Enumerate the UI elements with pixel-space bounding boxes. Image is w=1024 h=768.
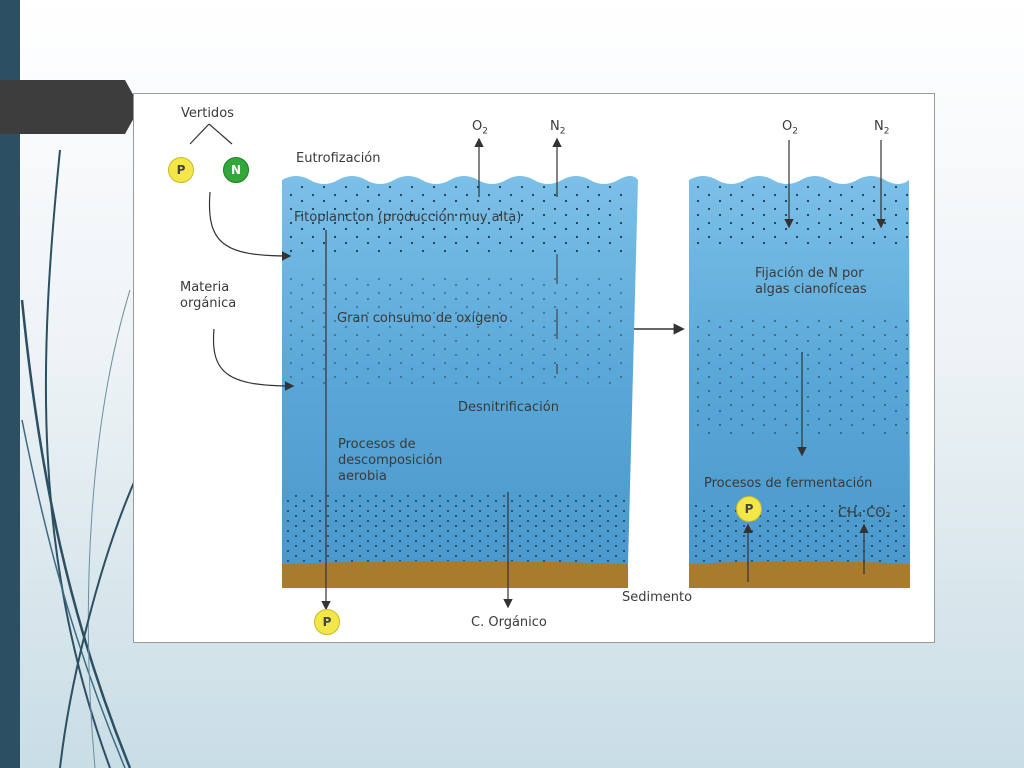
ch4-co2-label: CH₄ CO₂ xyxy=(838,506,891,521)
decorative-curves xyxy=(20,149,136,768)
gran-consumo-label: Gran consumo de oxígeno xyxy=(337,311,508,326)
sedimento-label: Sedimento xyxy=(622,590,693,605)
slide-left-bar xyxy=(0,0,20,768)
left-sediment xyxy=(282,561,628,588)
procesos-descomposicion-label: Procesos de descomposición aerobia xyxy=(338,437,443,484)
vertidos-branch xyxy=(189,123,233,145)
n2-label-left: N2 xyxy=(550,119,566,137)
o2-label-right: O2 xyxy=(782,119,798,137)
fijacion-label: Fijación de N por algas cianofíceas xyxy=(755,266,867,297)
eutrophization-figure: Vertidos P N Materia orgánica Eutrofizac… xyxy=(133,93,935,643)
c-organico-label: C. Orgánico xyxy=(471,615,547,630)
vertidos-label: Vertidos xyxy=(181,106,234,121)
left-bottom-dots xyxy=(282,494,628,564)
left-plankton-layer xyxy=(282,184,628,254)
phosphorus-icon: P xyxy=(168,157,194,183)
n2-label-right: N2 xyxy=(874,119,890,137)
accent-tab xyxy=(0,80,140,134)
fermentacion-label: Procesos de fermentación xyxy=(704,476,873,491)
figure-drawing xyxy=(189,123,910,611)
o2-label-left: O2 xyxy=(472,119,488,137)
nitrogen-icon: N xyxy=(223,157,249,183)
right-midwater-dots xyxy=(689,314,910,434)
right-bottom-dots xyxy=(689,504,910,564)
phosphorus-sediment-icon: P xyxy=(314,609,340,635)
arrow-vertidos-to-water xyxy=(208,191,292,261)
left-midwater-dots xyxy=(282,274,628,384)
desnitrificacion-label: Desnitrificación xyxy=(458,400,559,415)
eutrofizacion-label: Eutrofización xyxy=(296,151,381,166)
arrow-materia-to-water xyxy=(212,328,295,391)
right-surface-dots xyxy=(689,184,910,244)
fitoplancton-label: Fitoplancton (producción muy alta) xyxy=(294,210,522,225)
materia-organica-label: Materia orgánica xyxy=(180,280,237,311)
right-sediment xyxy=(689,561,910,588)
phosphorus-release-icon: P xyxy=(736,496,762,522)
